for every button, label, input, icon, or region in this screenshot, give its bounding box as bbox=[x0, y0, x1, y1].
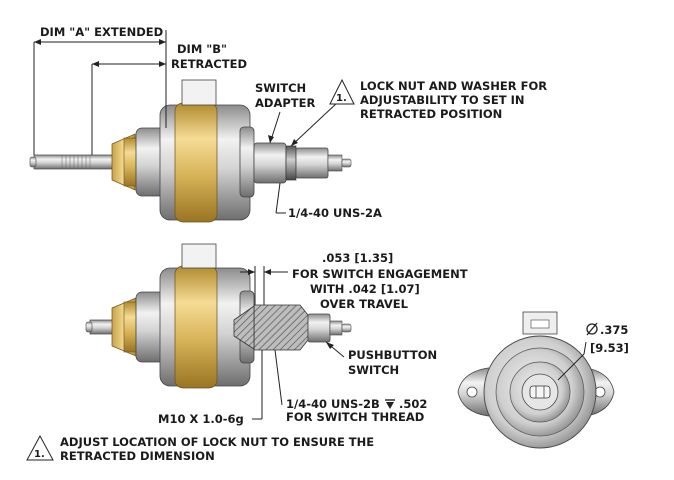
thread-bottom-label: 1/4-40 UNS-2B bbox=[286, 397, 380, 411]
depth-symbol-icon bbox=[385, 399, 395, 409]
thread-depth-label: .502 bbox=[399, 397, 427, 411]
end-view bbox=[457, 311, 615, 449]
engagement-label-1: .053 [1.35] bbox=[322, 251, 393, 265]
footnote-line-1: ADJUST LOCATION OF LOCK NUT TO ENSURE TH… bbox=[60, 435, 374, 449]
engagement-label-3: WITH .042 [1.07] bbox=[310, 282, 420, 296]
diameter-value: .375 bbox=[600, 323, 628, 337]
footnote-triangle-icon bbox=[26, 434, 54, 461]
note-ref-number: 1. bbox=[336, 93, 347, 104]
diameter-symbol-icon bbox=[586, 322, 598, 336]
thread-bottom-label-2: FOR SWITCH THREAD bbox=[286, 410, 424, 424]
switch-adapter-label-2: ADAPTER bbox=[255, 96, 315, 110]
footnote-number: 1. bbox=[34, 449, 45, 460]
metric-thread-label: M10 X 1.0-6g bbox=[158, 412, 244, 426]
lock-nut-note-3: RETRACTED POSITION bbox=[360, 107, 502, 121]
engagement-label-2: FOR SWITCH ENGAGEMENT bbox=[292, 267, 468, 281]
switch-adapter-label: SWITCH bbox=[255, 81, 306, 95]
note-triangle-icon bbox=[329, 78, 355, 105]
footnote-line-2: RETRACTED DIMENSION bbox=[60, 449, 215, 463]
diameter-leader bbox=[557, 341, 587, 381]
thread-top-label: 1/4-40 UNS-2A bbox=[288, 206, 382, 220]
pushbutton-label: PUSHBUTTON bbox=[348, 348, 437, 362]
pushbutton-label-2: SWITCH bbox=[348, 363, 399, 377]
lock-nut-note-2: ADJUSTABILITY TO SET IN bbox=[360, 93, 525, 107]
lock-nut-note-1: LOCK NUT AND WASHER FOR bbox=[360, 79, 547, 93]
dim-b-label-2: RETRACTED bbox=[171, 57, 247, 71]
diameter-metric: [9.53] bbox=[590, 341, 629, 355]
arrowheads-bottom bbox=[248, 269, 334, 349]
top-actuator-view bbox=[29, 79, 352, 223]
dim-b-label: DIM "B" bbox=[177, 42, 227, 56]
dim-a-label: DIM "A" EXTENDED bbox=[40, 25, 163, 39]
engagement-label-4: OVER TRAVEL bbox=[320, 297, 409, 311]
arrowheads-top bbox=[34, 39, 298, 146]
bottom-actuator-view bbox=[85, 243, 352, 389]
